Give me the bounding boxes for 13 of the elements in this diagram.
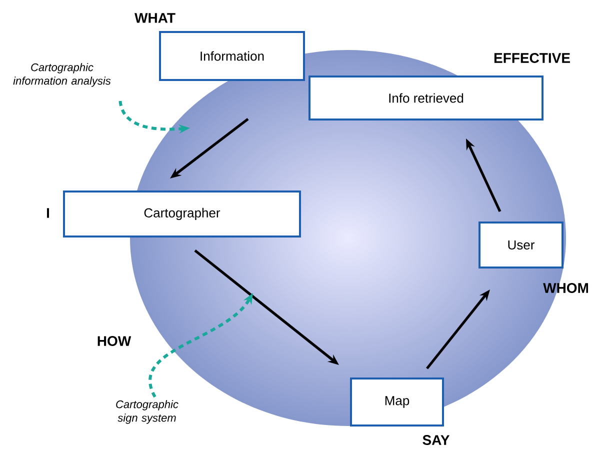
process-box: Map bbox=[350, 378, 444, 426]
heading-label: SAY bbox=[422, 435, 450, 445]
heading-label: EFFECTIVE bbox=[494, 53, 570, 63]
caption-text: Cartographic sign system bbox=[116, 400, 178, 424]
heading-label: I bbox=[47, 208, 49, 218]
heading-label: HOW bbox=[98, 336, 132, 346]
process-box: Cartographer bbox=[63, 190, 301, 238]
process-box: Information bbox=[159, 31, 305, 81]
process-box: Info retrieved bbox=[308, 76, 544, 120]
heading-label: WHOM bbox=[543, 283, 588, 293]
heading-label: WHAT bbox=[134, 13, 176, 23]
caption-text: Cartographic information analysis bbox=[13, 63, 111, 87]
process-box: User bbox=[478, 222, 564, 268]
